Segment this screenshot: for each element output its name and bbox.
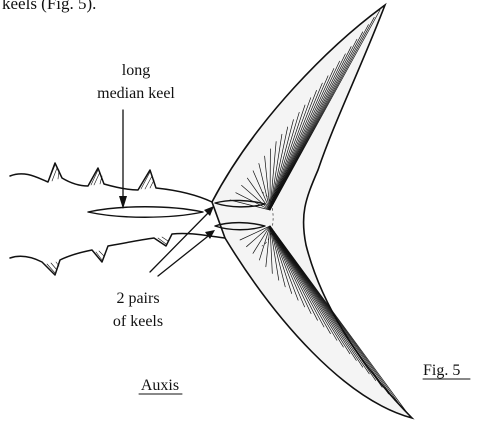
- arrow-median-keel: [119, 110, 127, 209]
- genus-label: Auxis: [141, 377, 179, 394]
- label-median-keel-line1: long: [122, 62, 150, 79]
- label-keel-pairs-line2: of keels: [113, 313, 163, 330]
- tail-fin-illustration: [212, 5, 412, 418]
- label-keel-pairs-line1: 2 pairs: [116, 290, 159, 307]
- figure-label: Fig. 5: [423, 362, 460, 379]
- header-text: keels (Fig. 5).: [2, 0, 96, 13]
- label-median-keel-line2: median keel: [97, 85, 175, 102]
